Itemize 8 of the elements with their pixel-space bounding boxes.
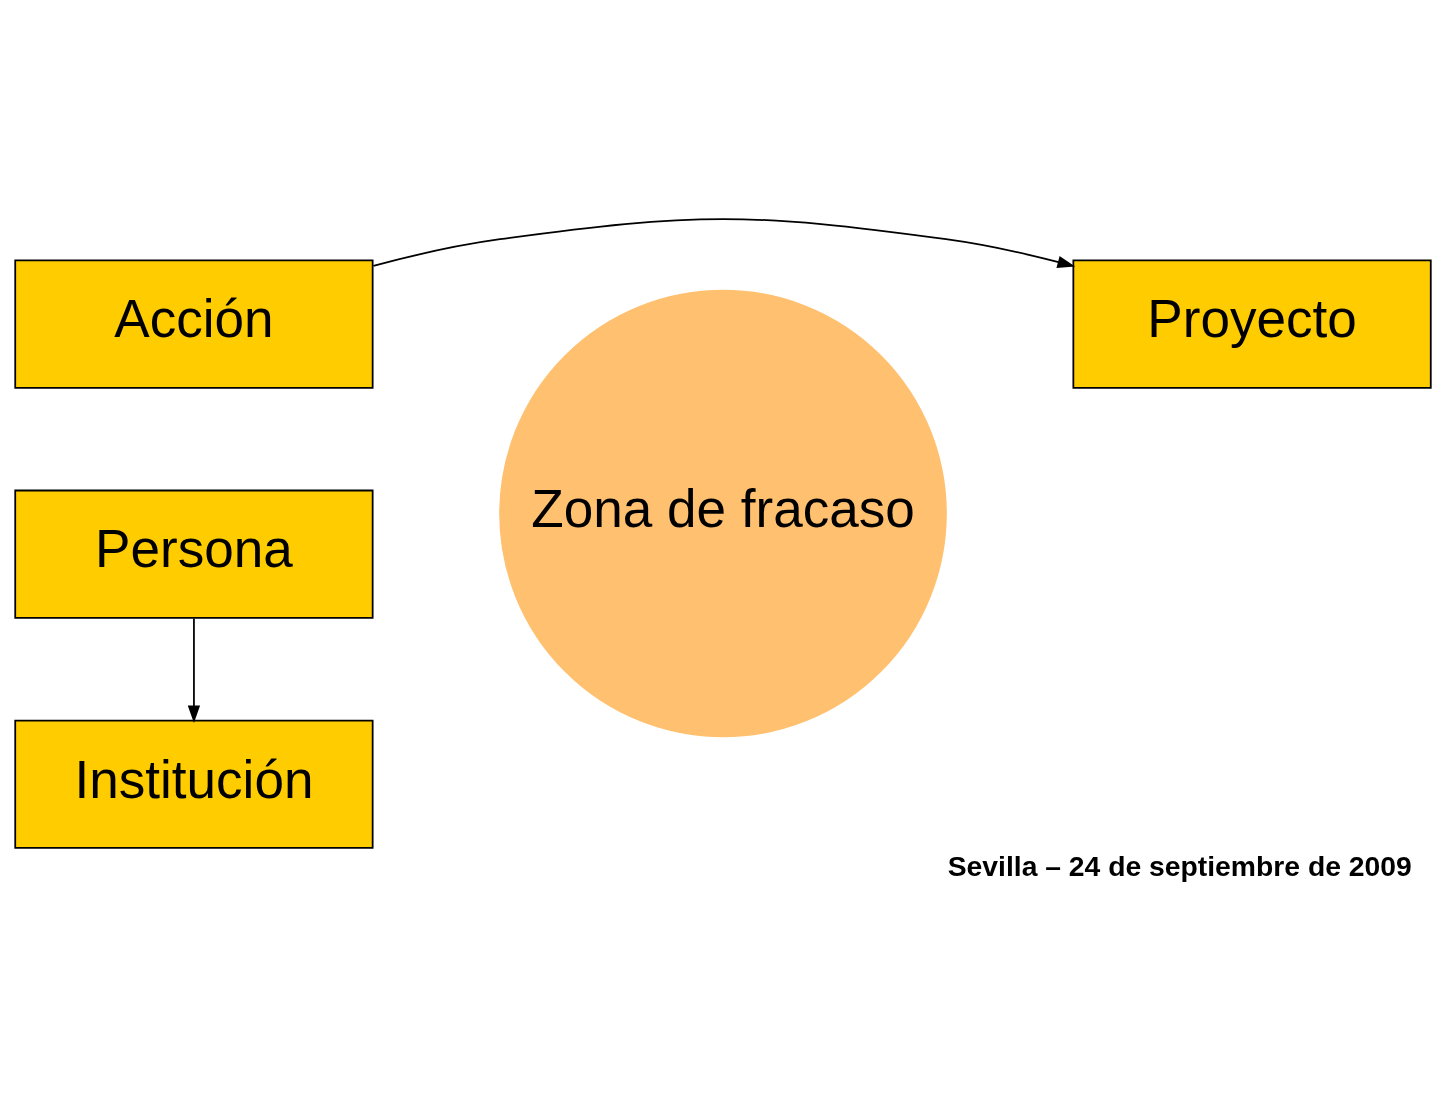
arrow xyxy=(187,617,201,723)
node-box: Acción xyxy=(14,259,374,389)
node-box: Proyecto xyxy=(1072,259,1432,389)
node-box: Institución xyxy=(14,719,374,849)
node-circle: Zona de fracaso xyxy=(499,289,947,737)
arrow xyxy=(372,217,1076,268)
caption: Sevilla – 24 de septiembre de 2009 xyxy=(947,849,1412,882)
node-box: Persona xyxy=(14,489,374,619)
